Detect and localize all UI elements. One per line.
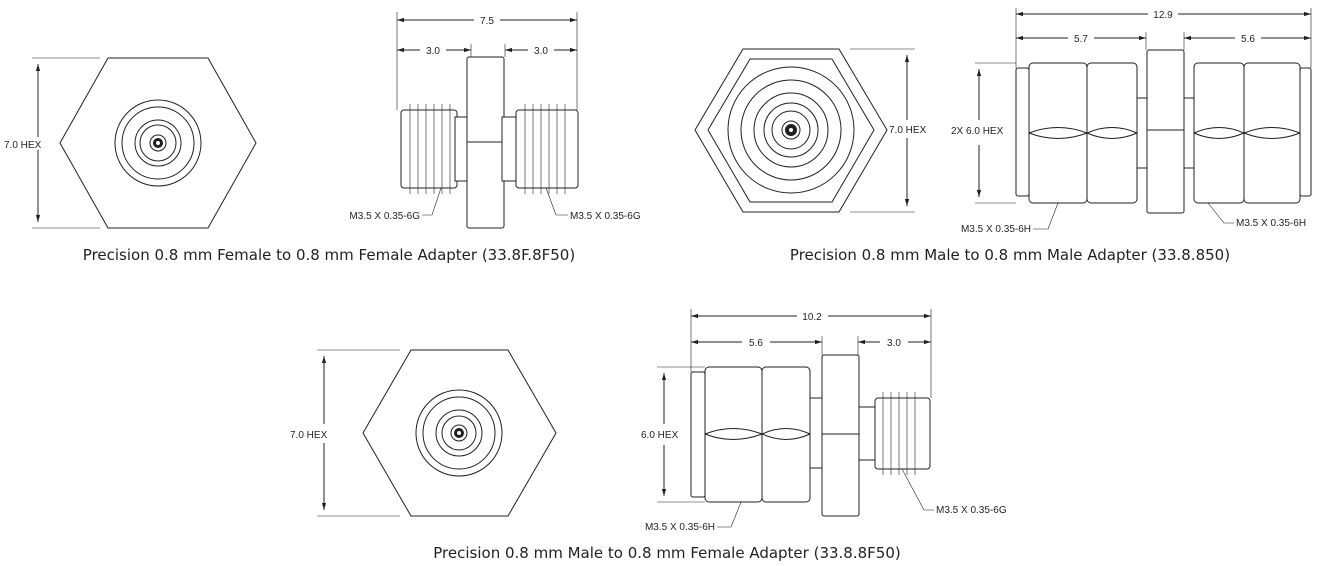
right-thread-label: M3.5 X 0.35-6H — [1236, 218, 1306, 229]
nut-hex-label: 6.0 HEX — [641, 430, 679, 441]
hex-end-view: 7.0 HEX — [694, 48, 927, 213]
figure-male-male: 7.0 HEX 12.9 — [694, 8, 1312, 264]
right-thread-label: M3.5 X 0.35-6G — [570, 211, 641, 222]
right-length-label: 5.6 — [1241, 34, 1255, 45]
overall-length-label: 10.2 — [802, 312, 822, 323]
side-view: 10.2 5.6 3.0 6.0 HEX M3.5 X 0.35-6H M3.5… — [641, 309, 1007, 533]
right-length-label: 3.0 — [534, 46, 548, 57]
side-view: 7.5 3.0 3.0 M3.5 X 0.35-6G M3.5 X 0.35-6… — [349, 12, 641, 229]
overall-length-label: 7.5 — [480, 16, 494, 27]
figure-caption: Precision 0.8 mm Female to 0.8 mm Female… — [83, 246, 575, 264]
right-thread-label: M3.5 X 0.35-6G — [936, 505, 1007, 516]
figure-caption: Precision 0.8 mm Male to 0.8 mm Male Ada… — [790, 246, 1230, 264]
overall-length-label: 12.9 — [1153, 10, 1173, 21]
hex-dimension-label: 7.0 HEX — [290, 430, 328, 441]
left-thread-label: M3.5 X 0.35-6H — [961, 224, 1031, 235]
left-thread-label: M3.5 X 0.35-6G — [349, 211, 420, 222]
hex-end-view: 7.0 HEX — [4, 57, 257, 229]
left-length-label: 3.0 — [426, 46, 440, 57]
right-length-label: 3.0 — [887, 338, 901, 349]
figure-female-female: 7.0 HEX — [4, 12, 641, 264]
figure-male-female: 7.0 HEX — [290, 309, 1007, 562]
hex-dimension-label: 7.0 HEX — [4, 140, 42, 151]
left-length-label: 5.7 — [1074, 34, 1088, 45]
figure-caption: Precision 0.8 mm Male to 0.8 mm Female A… — [433, 544, 900, 562]
nut-hex-label: 2X 6.0 HEX — [951, 126, 1004, 137]
side-view: 12.9 5.7 5.6 2X 6.0 HEX M3.5 X 0.35-6H M… — [951, 8, 1312, 235]
left-length-label: 5.6 — [749, 338, 763, 349]
hex-dimension-label: 7.0 HEX — [889, 125, 927, 136]
left-thread-label: M3.5 X 0.35-6H — [645, 522, 715, 533]
hex-end-view: 7.0 HEX — [290, 349, 557, 517]
